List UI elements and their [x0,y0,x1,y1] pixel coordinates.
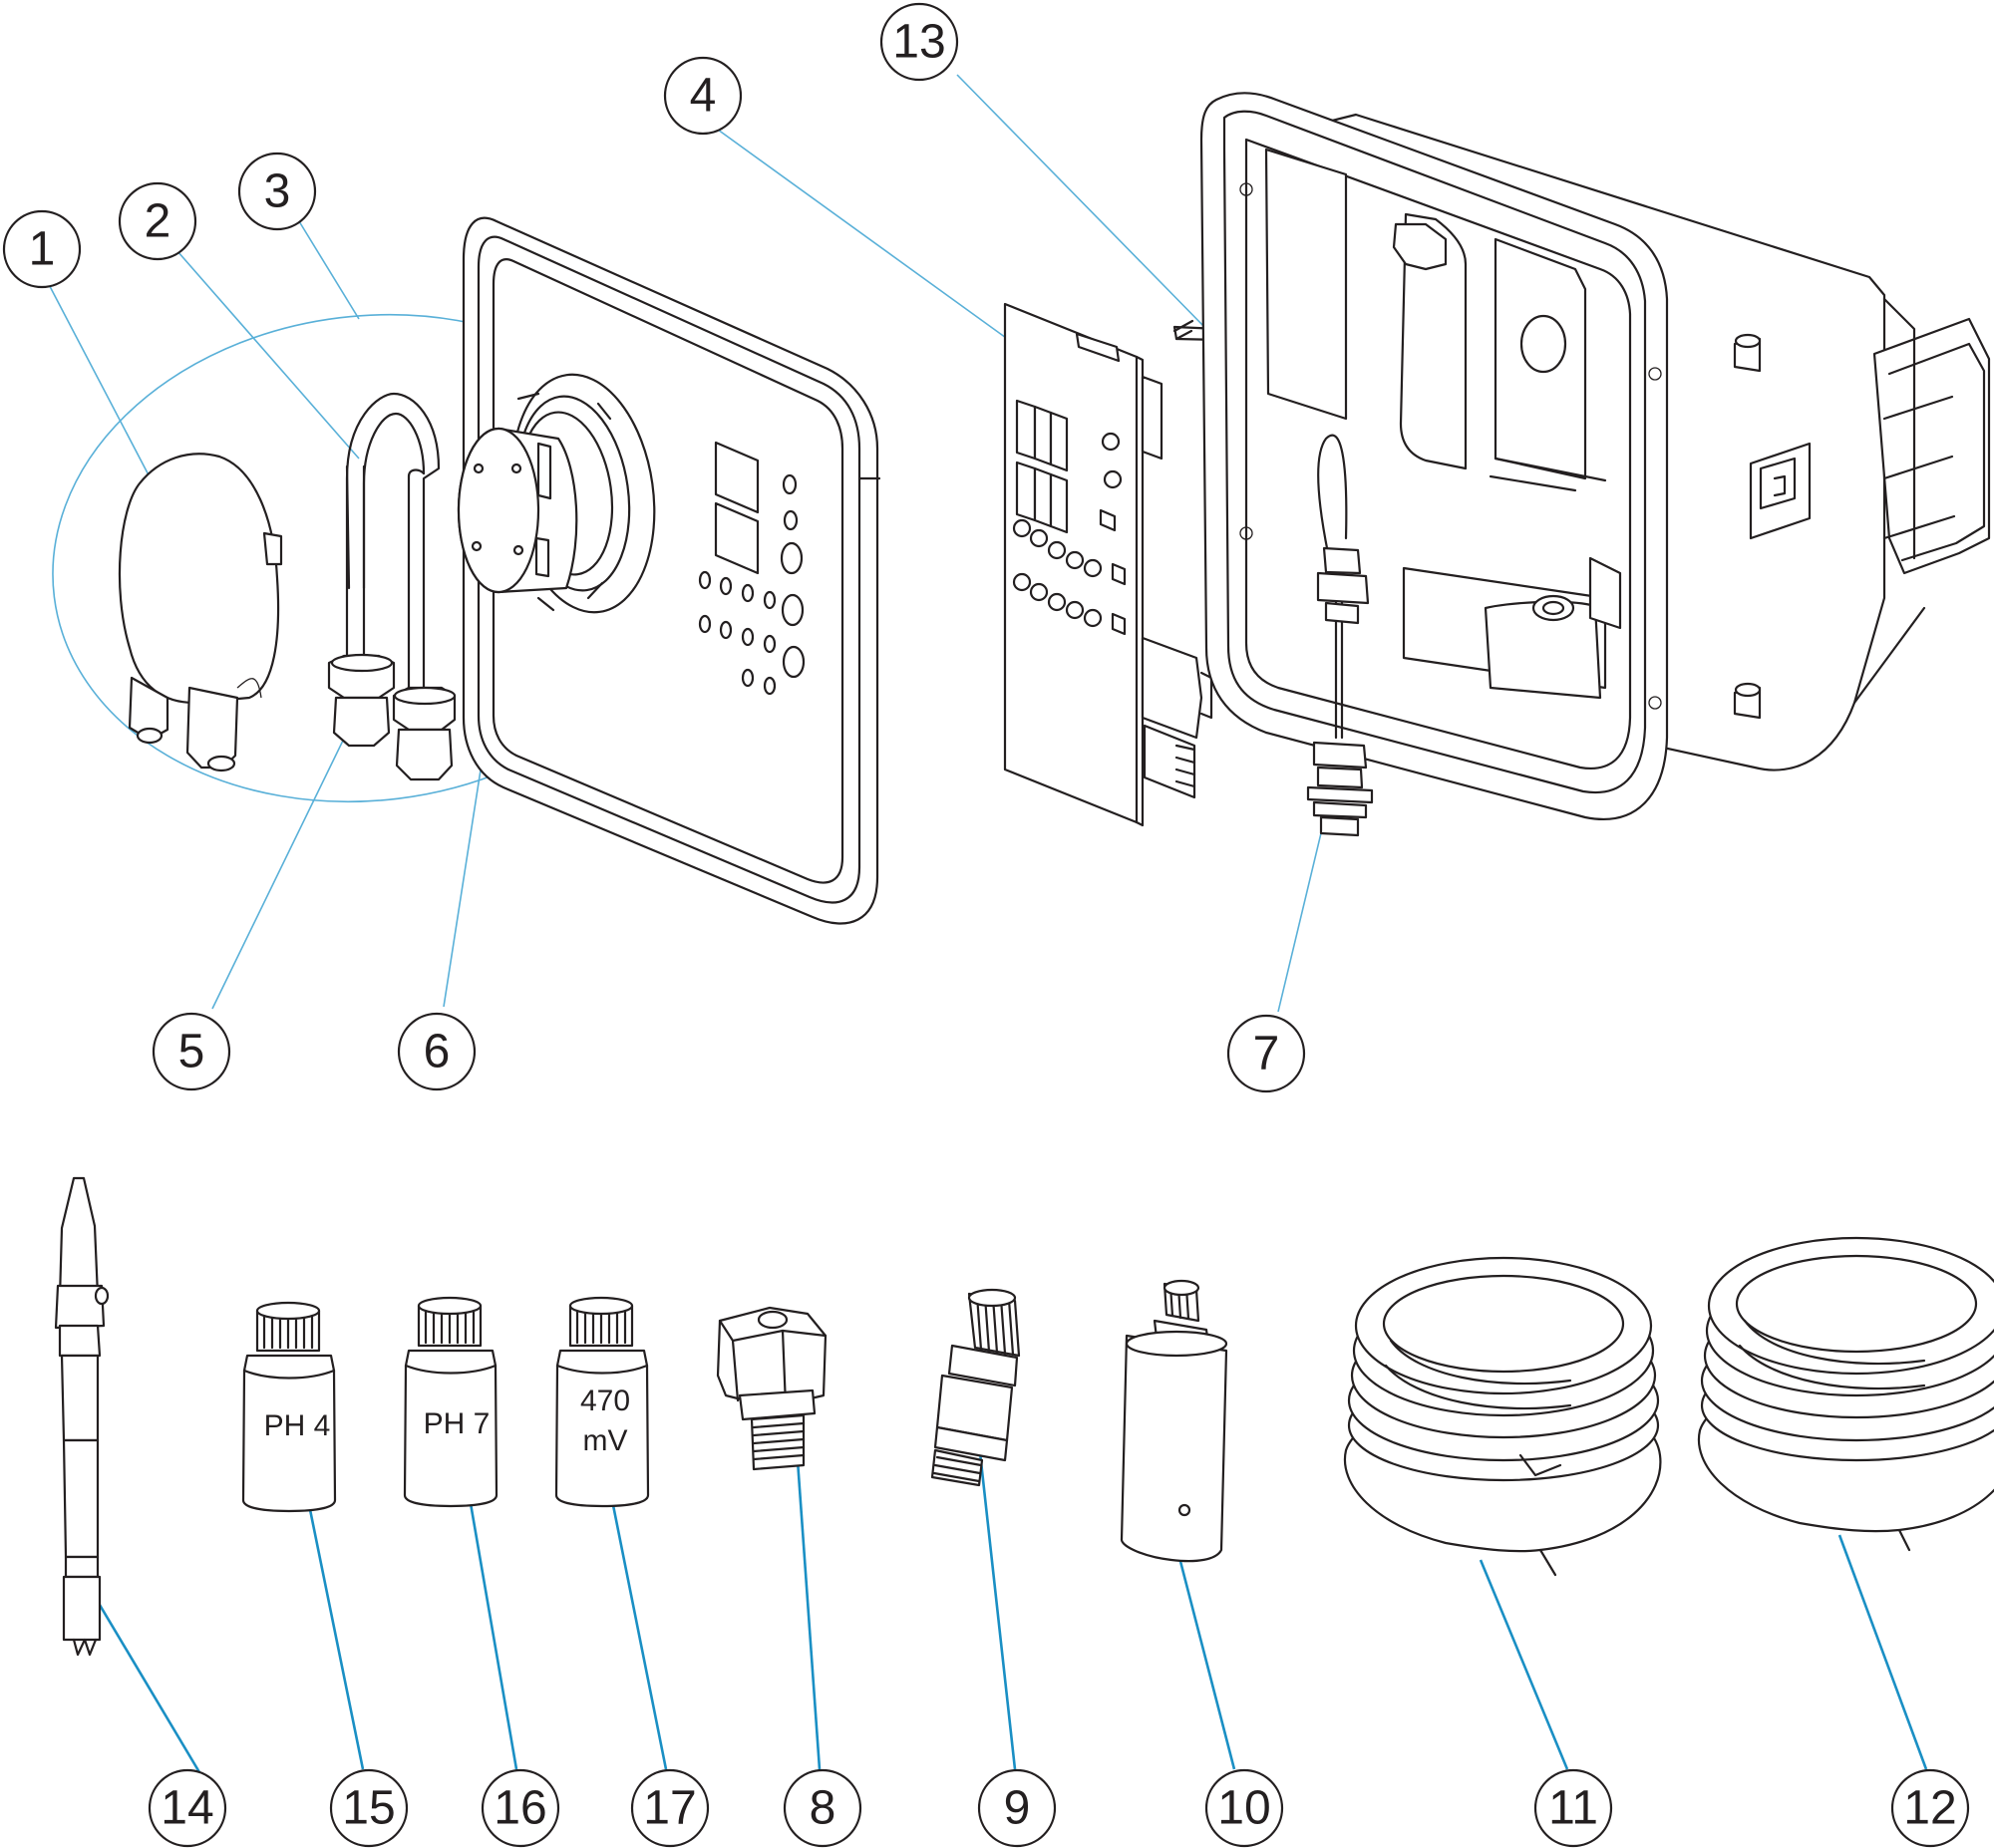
leader-14 [86,1584,201,1773]
leader-3 [298,220,360,320]
callout-16-label: 16 [494,1782,546,1835]
leader-17 [606,1479,668,1770]
coiled-tube-11 [1343,1256,1662,1577]
bottle-470mv-label-bottom: mV [583,1424,628,1457]
pump-head-cover [118,453,283,772]
callout-15-label: 15 [342,1782,395,1835]
callout-15: 15 [329,1768,409,1848]
leader-9 [975,1424,1017,1770]
leader-11 [1479,1559,1569,1770]
injection-valve [930,1288,1021,1487]
filter-cylinder [1120,1279,1228,1563]
main-housing [1199,92,1991,820]
callout-17-label: 17 [643,1782,696,1835]
bottle-470mv-label-top: 470 [580,1385,630,1417]
leader-7 [1277,811,1327,1013]
leader-16 [465,1479,518,1770]
callout-2-label: 2 [145,195,171,248]
callout-16: 16 [481,1768,560,1848]
u-tube-assembly [327,392,457,781]
callout-13: 13 [879,2,959,82]
cable-gland [1306,434,1374,837]
callout-9-label: 9 [1004,1782,1031,1835]
callout-10-label: 10 [1217,1782,1270,1835]
bottle-ph4-label: PH 4 [264,1409,331,1442]
leader-5 [211,707,360,1010]
callout-8: 8 [783,1768,862,1848]
callout-13-label: 13 [892,16,945,69]
callout-1: 1 [2,209,82,289]
callout-3-label: 3 [264,165,291,218]
hex-fitting [716,1306,828,1471]
callout-12-label: 12 [1903,1782,1956,1835]
callout-4: 4 [663,56,743,136]
leader-4 [717,129,1050,370]
coiled-tube-12 [1697,1236,1994,1552]
leader-2 [176,250,360,460]
leader-12 [1837,1534,1928,1770]
callout-2: 2 [118,181,197,261]
callout-6-label: 6 [424,1026,451,1078]
panel-buttons [698,473,806,696]
callout-4-label: 4 [690,70,717,123]
callout-6: 6 [397,1012,477,1091]
electronic-board [1003,302,1213,827]
leader-lines [41,74,1928,1773]
bottle-ph4: PH 4 [241,1301,337,1513]
callout-17: 17 [630,1768,710,1848]
callout-3: 3 [237,152,317,231]
leader-15 [302,1479,365,1770]
bottle-ph7-label: PH 7 [424,1407,491,1440]
callout-7: 7 [1226,1014,1306,1093]
callout-8-label: 8 [810,1782,836,1835]
callout-5: 5 [152,1012,231,1091]
callout-12: 12 [1890,1768,1970,1848]
callout-14: 14 [148,1768,227,1848]
callout-11-label: 11 [1548,1782,1598,1835]
callout-9: 9 [977,1768,1057,1848]
callout-14-label: 14 [161,1782,213,1835]
leader-13 [956,74,1207,330]
callout-1-label: 1 [29,223,56,276]
callout-5-label: 5 [178,1026,205,1078]
leader-8 [796,1459,822,1770]
callout-10: 10 [1204,1768,1284,1848]
front-panel [457,216,881,925]
callout-11: 11 [1533,1768,1613,1848]
bottle-ph7: PH 7 [403,1296,498,1508]
bottle-470mv: 470 mV [554,1296,650,1508]
callout-7-label: 7 [1253,1028,1280,1080]
electrode-probe [54,1176,110,1657]
